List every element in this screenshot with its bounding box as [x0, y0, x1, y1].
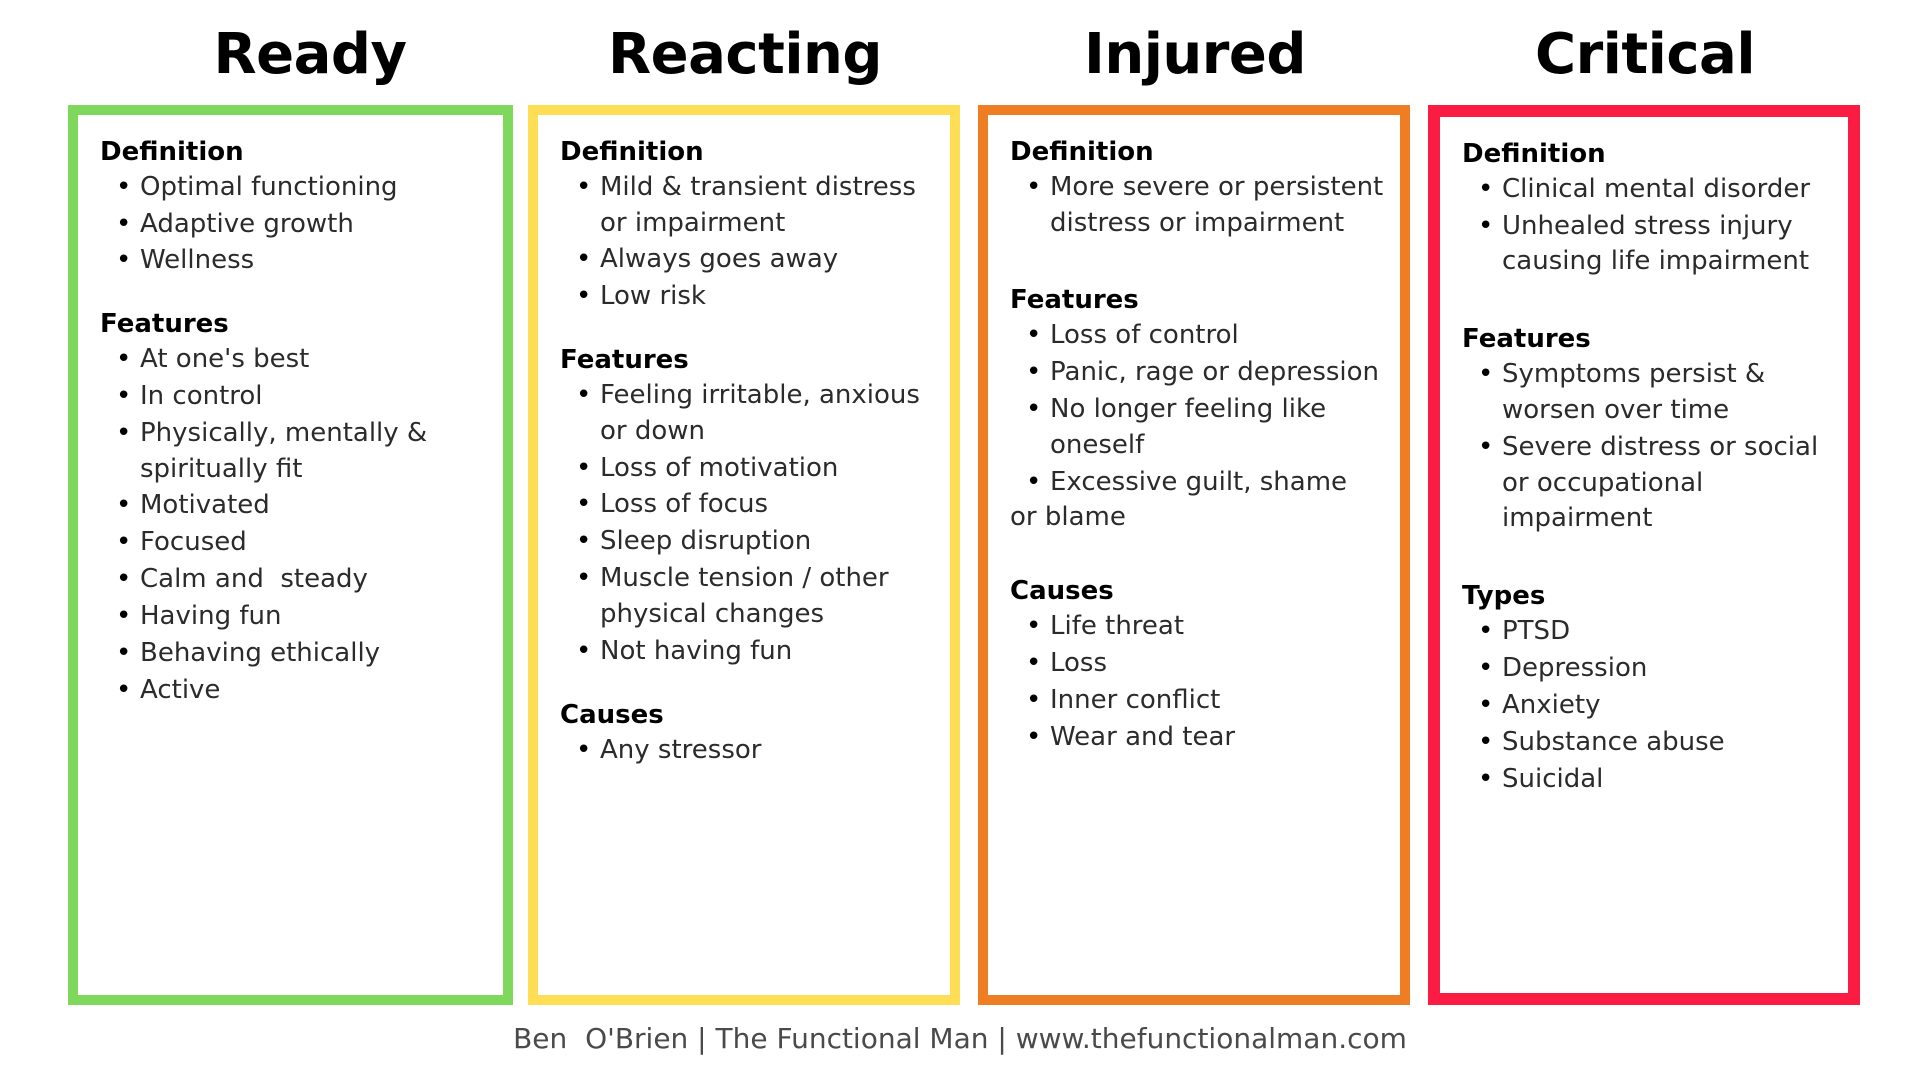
bullet-list: Loss of control Panic, rage or depressio… — [1010, 318, 1386, 536]
list-item: Anxiety — [1462, 688, 1834, 724]
section-definition: Definition Optimal functioning Adaptive … — [100, 137, 489, 279]
list-item: Sleep disruption — [560, 524, 936, 560]
list-item: No longer feeling like oneself — [1010, 392, 1386, 464]
list-item: Low risk — [560, 279, 936, 315]
list-item: Excessive guilt, shame or blame — [1010, 465, 1386, 537]
list-item: Loss of focus — [560, 487, 936, 523]
list-item: Loss — [1010, 646, 1386, 682]
list-item: In control — [100, 379, 489, 415]
list-item: Motivated — [100, 488, 489, 524]
list-item-line-1: Excessive guilt, shame — [1050, 466, 1348, 497]
list-item: Feeling irritable, anxious or down — [560, 378, 936, 450]
list-item: Unhealed stress injury causing life impa… — [1462, 209, 1834, 281]
list-item: Muscle tension / other physical changes — [560, 561, 936, 633]
section-heading: Definition — [1010, 137, 1154, 167]
list-item: Mild & transient distress or impairment — [560, 170, 936, 242]
section-heading: Types — [1462, 581, 1546, 612]
list-item: Suicidal — [1462, 762, 1834, 798]
list-item: Wear and tear — [1010, 720, 1386, 756]
bullet-list: PTSD Depression Anxiety Substance abuse … — [1462, 614, 1834, 797]
list-item-line-2: or blame — [1010, 502, 1126, 533]
section-heading: Features — [1462, 324, 1591, 355]
list-item: Symptoms persist & worsen over time — [1462, 357, 1834, 429]
column-title-injured: Injured — [1084, 22, 1306, 87]
list-item: Clinical mental disorder — [1462, 172, 1834, 208]
bullet-list: Any stressor — [560, 733, 936, 769]
list-item: Optimal functioning — [100, 170, 489, 206]
list-item: More severe or persistent distress or im… — [1010, 170, 1386, 242]
list-item: Adaptive growth — [100, 207, 489, 243]
list-item: Not having fun — [560, 634, 936, 670]
list-item: Any stressor — [560, 733, 936, 769]
bullet-list: Life threat Loss Inner conflict Wear and… — [1010, 609, 1386, 756]
section-heading: Causes — [1010, 576, 1114, 607]
bullet-list: Symptoms persist & worsen over time Seve… — [1462, 357, 1834, 537]
bullet-list: Clinical mental disorder Unhealed stress… — [1462, 172, 1834, 281]
column-title-reacting: Reacting — [607, 22, 883, 87]
list-item: Calm and steady — [100, 562, 489, 598]
column-title-critical: Critical — [1534, 22, 1756, 87]
bullet-list: Mild & transient distress or impairment … — [560, 170, 936, 316]
section-features: Features Symptoms persist & worsen over … — [1462, 324, 1834, 537]
section-causes: Causes Any stressor — [560, 700, 936, 769]
list-item: Behaving ethically — [100, 636, 489, 672]
bullet-list: Optimal functioning Adaptive growth Well… — [100, 170, 489, 280]
list-item: Loss of control — [1010, 318, 1386, 354]
section-causes: Causes Life threat Loss Inner conflict W… — [1010, 576, 1386, 755]
section-definition: Definition Mild & transient distress or … — [560, 137, 936, 315]
section-definition: Definition More severe or persistent dis… — [1010, 137, 1386, 241]
bullet-list: At one's best In control Physically, men… — [100, 342, 489, 709]
section-heading: Definition — [1462, 139, 1606, 169]
list-item: Having fun — [100, 599, 489, 635]
list-item: Physically, mentally & spiritually fit — [100, 416, 489, 488]
list-item: Wellness — [100, 243, 489, 279]
section-features: Features Feeling irritable, anxious or d… — [560, 345, 936, 670]
list-item: Focused — [100, 525, 489, 561]
list-item: At one's best — [100, 342, 489, 378]
section-heading: Causes — [560, 699, 664, 730]
list-item: Loss of motivation — [560, 451, 936, 487]
list-item: Life threat — [1010, 609, 1386, 645]
card-reacting: Definition Mild & transient distress or … — [528, 105, 960, 1005]
list-item: Inner conflict — [1010, 683, 1386, 719]
list-item: Active — [100, 673, 489, 709]
section-features: Features Loss of control Panic, rage or … — [1010, 285, 1386, 536]
list-item: PTSD — [1462, 614, 1834, 650]
section-heading: Definition — [560, 137, 704, 167]
section-features: Features At one's best In control Physic… — [100, 309, 489, 708]
bullet-list: More severe or persistent distress or im… — [1010, 170, 1386, 242]
list-item: Depression — [1462, 651, 1834, 687]
section-heading: Definition — [100, 137, 244, 167]
section-definition: Definition Clinical mental disorder Unhe… — [1462, 139, 1834, 280]
footer-attribution: Ben O'Brien | The Functional Man | www.t… — [513, 1022, 1407, 1055]
card-critical: Definition Clinical mental disorder Unhe… — [1428, 105, 1860, 1005]
column-title-ready: Ready — [213, 22, 407, 87]
bullet-list: Feeling irritable, anxious or down Loss … — [560, 378, 936, 670]
section-heading: Features — [560, 345, 689, 376]
card-ready: Definition Optimal functioning Adaptive … — [68, 105, 513, 1005]
section-heading: Features — [1010, 285, 1139, 316]
list-item: Severe distress or social or occupationa… — [1462, 430, 1834, 538]
list-item: Always goes away — [560, 242, 936, 278]
list-item: Substance abuse — [1462, 725, 1834, 761]
card-injured: Definition More severe or persistent dis… — [978, 105, 1410, 1005]
list-item: Panic, rage or depression — [1010, 355, 1386, 391]
section-types: Types PTSD Depression Anxiety Substance … — [1462, 581, 1834, 797]
section-heading: Features — [100, 309, 229, 340]
